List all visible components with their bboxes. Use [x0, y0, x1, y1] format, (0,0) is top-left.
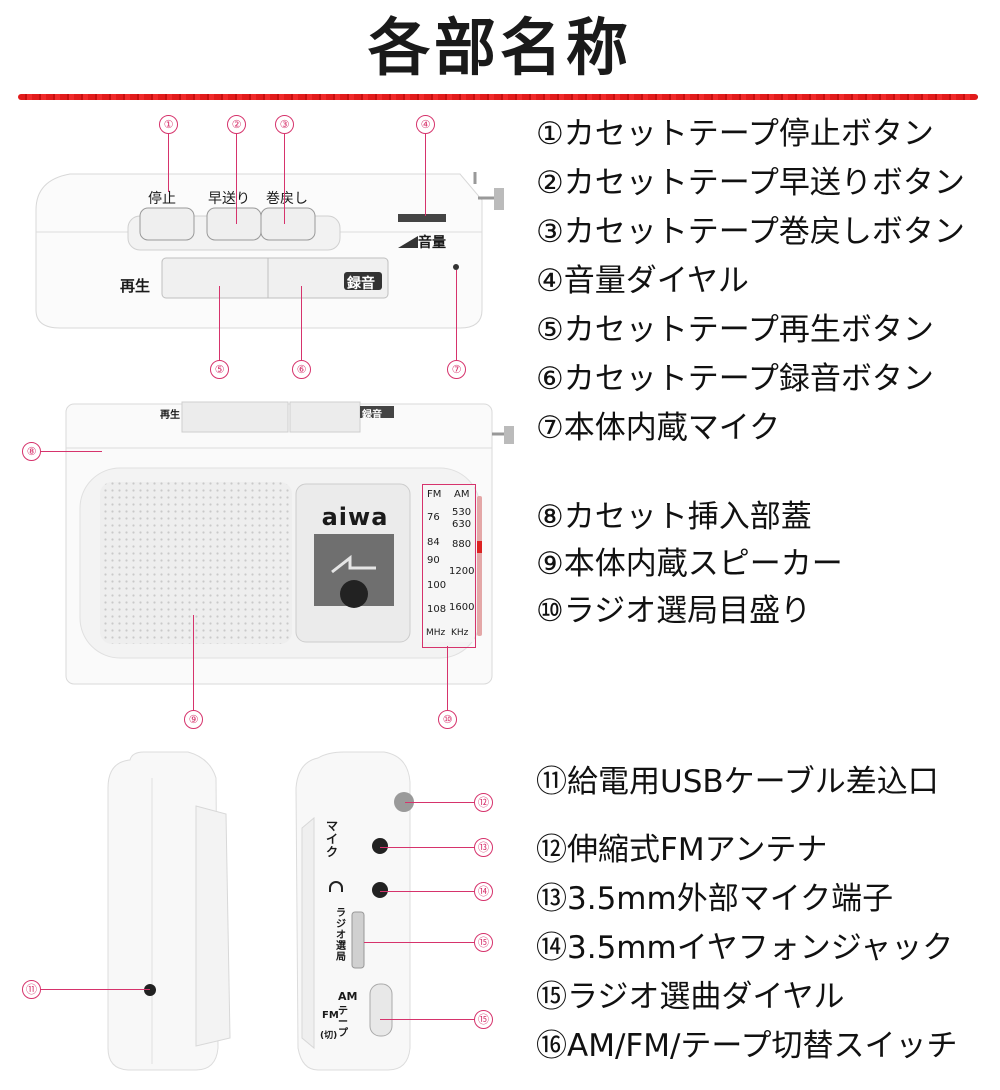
legend-item-11: ⑪給電用USBケーブル差込口	[536, 764, 939, 800]
legend-item-6: ⑥カセットテープ録音ボタン	[536, 361, 934, 397]
brand-logo: aiwa	[321, 503, 389, 531]
page-title: 各部名称	[367, 11, 632, 84]
am-scale-1200: 1200	[449, 566, 475, 577]
fm-scale-108: 108	[427, 604, 447, 615]
leader-2	[236, 132, 237, 224]
ff-label: 早送り	[208, 191, 250, 207]
mic-label: マイク	[326, 819, 339, 859]
tuning-label: ラジオ選局	[336, 908, 346, 963]
tuning-scale-box	[422, 484, 476, 648]
legend-item-9: ⑨本体内蔵スピーカー	[536, 546, 843, 582]
callout-7: ⑦	[447, 360, 466, 379]
legend-item-4: ④音量ダイヤル	[536, 263, 749, 299]
leader-9	[193, 615, 194, 711]
legend-item-3: ③カセットテープ巻戻しボタン	[536, 214, 965, 250]
leader-14	[380, 891, 475, 892]
callout-10: ⑩	[438, 710, 457, 729]
legend-item-5: ⑤カセットテープ再生ボタン	[536, 312, 934, 348]
callout-14: ⑭	[474, 882, 493, 901]
front-view-illustration	[65, 401, 514, 685]
fm-unit: MHz	[426, 628, 446, 638]
callout-15b: ⑮	[474, 1010, 493, 1029]
legend-item-14: ⑭3.5mmイヤフォンジャック	[536, 930, 954, 966]
callout-15a: ⑮	[474, 933, 493, 952]
callout-6: ⑥	[292, 360, 311, 379]
leader-10	[447, 646, 448, 710]
am-scale-630: 630	[452, 519, 472, 530]
callout-13: ⑬	[474, 838, 493, 857]
am-header: AM	[454, 489, 470, 500]
leader-15a	[364, 942, 475, 943]
front-play-label: 再生	[160, 410, 180, 421]
switch-off-label: (切)	[320, 1031, 338, 1041]
leader-15b	[380, 1019, 475, 1020]
legend-item-16: ⑯AM/FM/テープ切替スイッチ	[536, 1028, 958, 1064]
leader-4	[425, 132, 426, 216]
callout-9: ⑨	[184, 710, 203, 729]
legend-item-12: ⑫伸縮式FMアンテナ	[536, 832, 828, 868]
callout-11: ⑪	[22, 980, 41, 999]
callout-12: ⑫	[474, 793, 493, 812]
fm-scale-84: 84	[427, 537, 440, 548]
callout-2: ②	[227, 115, 246, 134]
volume-label: 音量	[418, 235, 446, 251]
leader-11	[40, 989, 150, 990]
callout-3: ③	[275, 115, 294, 134]
right-side-illustration	[295, 751, 414, 1071]
leader-13	[380, 847, 475, 848]
legend-item-1: ①カセットテープ停止ボタン	[536, 116, 934, 152]
leader-5	[219, 286, 220, 362]
rec-label: 録音	[347, 276, 375, 292]
am-scale-880: 880	[452, 539, 472, 550]
am-scale-1600: 1600	[449, 602, 475, 613]
legend-item-15: ⑮ラジオ選曲ダイヤル	[536, 979, 845, 1015]
switch-am-label: AM	[338, 990, 358, 1003]
play-label: 再生	[120, 277, 151, 295]
fm-scale-100: 100	[427, 580, 447, 591]
legend-item-7: ⑦本体内蔵マイク	[536, 410, 781, 446]
front-rec-label: 録音	[362, 410, 382, 421]
title-underline	[18, 94, 978, 100]
top-view-illustration	[35, 172, 504, 329]
leader-7	[456, 270, 457, 362]
fm-header: FM	[427, 489, 442, 500]
switch-tape-label: テープ	[338, 1006, 348, 1039]
am-scale-530: 530	[452, 507, 472, 518]
legend-item-2: ②カセットテープ早送りボタン	[536, 165, 965, 201]
leader-1	[168, 132, 169, 192]
legend-item-10: ⑩ラジオ選局目盛り	[536, 593, 812, 629]
left-side-illustration	[107, 751, 231, 1071]
switch-fm-label: FM	[322, 1010, 339, 1021]
callout-1: ①	[159, 115, 178, 134]
leader-3	[284, 132, 285, 224]
am-unit: KHz	[451, 628, 469, 638]
stop-label: 停止	[148, 191, 176, 207]
leader-6	[301, 286, 302, 362]
fm-scale-90: 90	[427, 555, 440, 566]
leader-8	[40, 451, 102, 452]
leader-12	[405, 802, 475, 803]
legend-item-8: ⑧カセット挿入部蓋	[536, 499, 812, 535]
callout-4: ④	[416, 115, 435, 134]
fm-scale-76: 76	[427, 512, 440, 523]
callout-8: ⑧	[22, 442, 41, 461]
rew-label: 巻戻し	[266, 191, 308, 207]
callout-5: ⑤	[210, 360, 229, 379]
legend-item-13: ⑬3.5mm外部マイク端子	[536, 881, 894, 917]
